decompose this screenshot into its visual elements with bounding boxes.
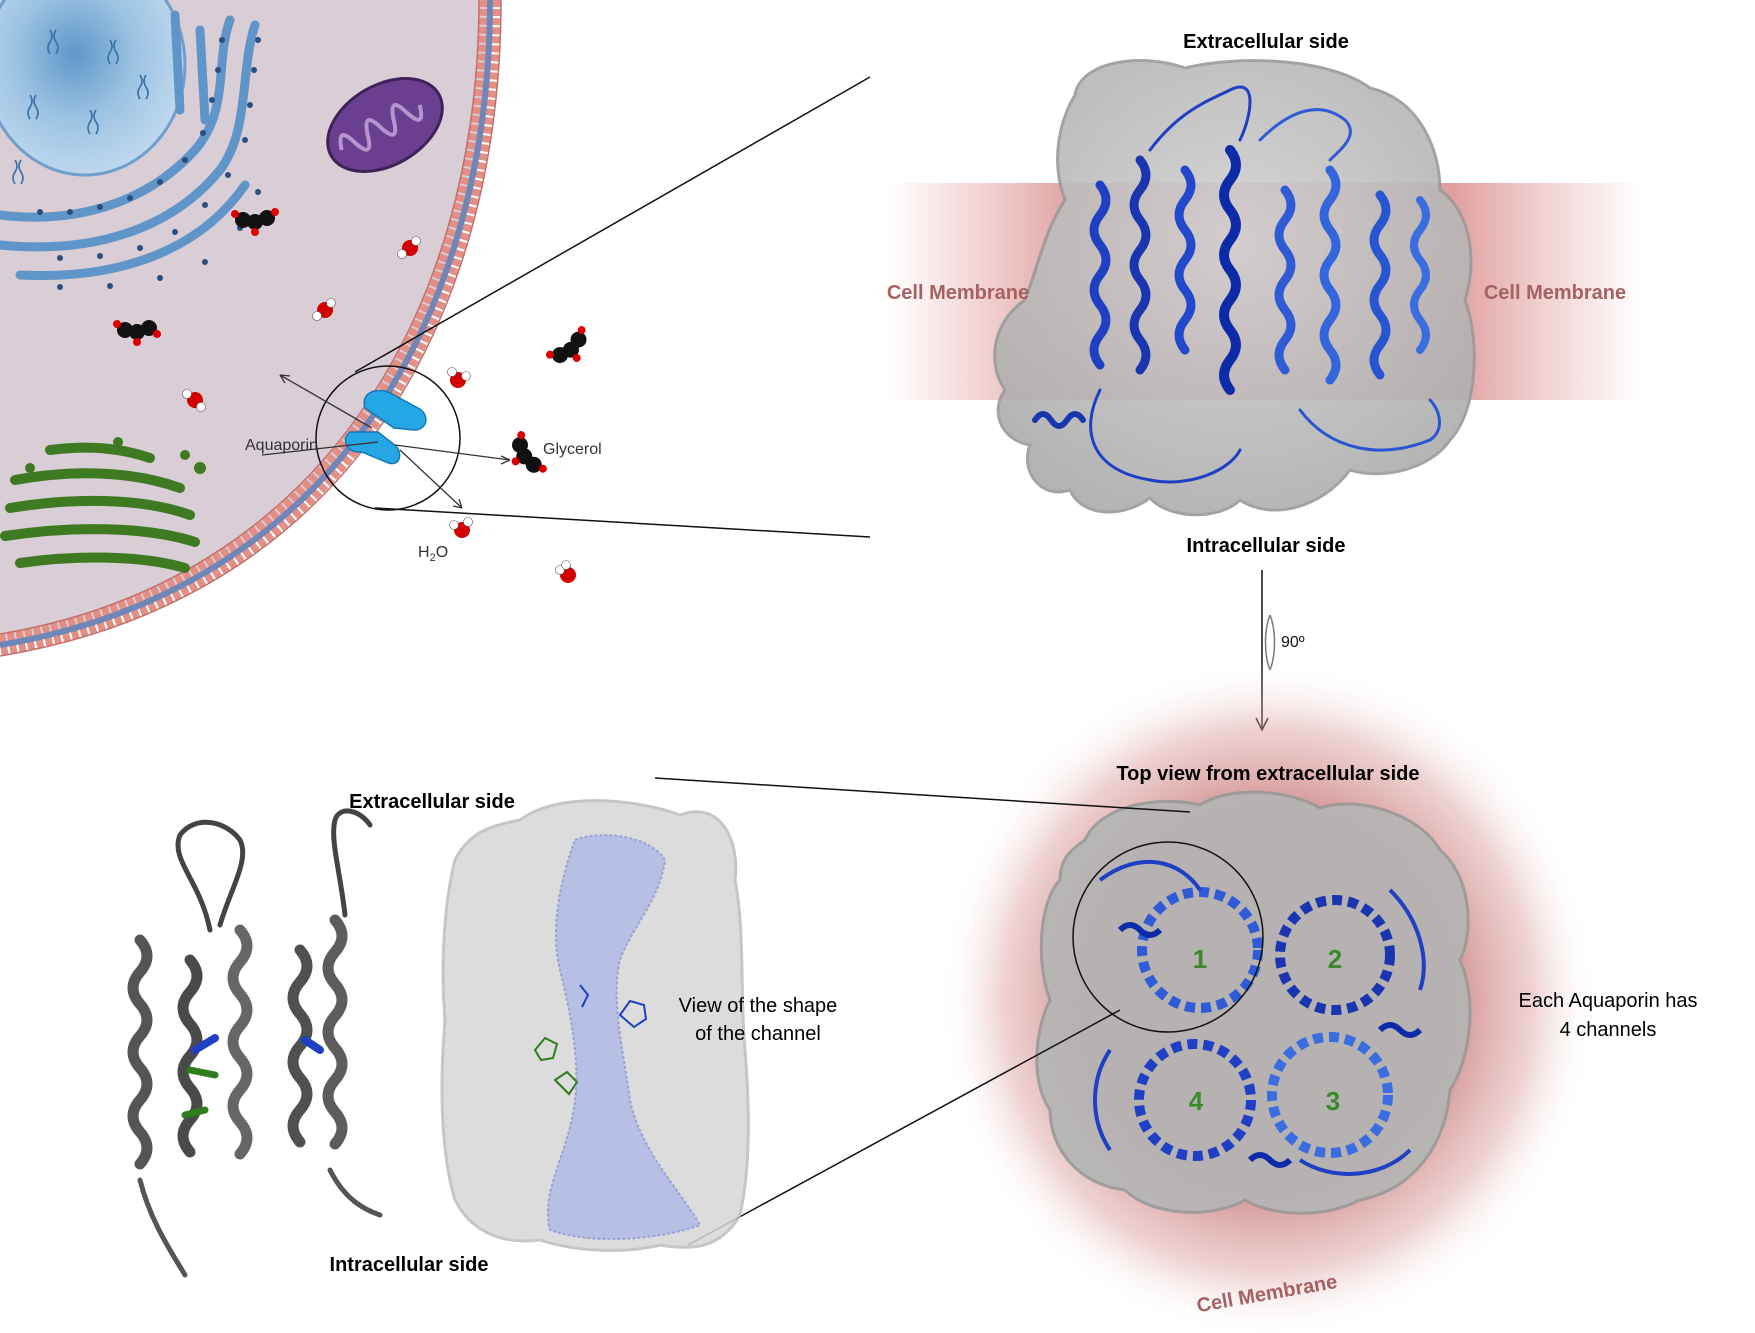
channels-note-line2: 4 channels [1560,1019,1657,1041]
channel-number-2: 2 [1328,944,1342,974]
rotation-label: 90º [1281,634,1305,651]
mitochondrion [326,77,444,173]
water-molecules [182,236,576,583]
channel-pore-mesh [547,834,702,1241]
glycerol-label: Glycerol [543,441,602,458]
channel-number-4: 4 [1189,1086,1204,1116]
side-view-bottom-label: Intracellular side [1187,535,1346,557]
side-view-panel: Extracellular side Intracellular side Ce… [885,31,1645,557]
channel-number-3: 3 [1326,1086,1340,1116]
channel-note-line1: View of the shape [679,995,838,1017]
monomer-bottom-label: Intracellular side [330,1254,489,1276]
top-view-panel: 1 2 3 4 Top view from extracellular side… [654,660,1698,1333]
zoom-line-bottom [374,507,871,538]
monomer-ribbon [127,808,383,1278]
water-label: H2O [418,544,448,564]
aquaporin-label: Aquaporin [245,437,318,454]
membrane-label-right: Cell Membrane [1484,282,1626,304]
zoom-line-upper [654,777,1191,813]
top-view-title: Top view from extracellular side [1116,763,1419,785]
tetramer-ribbons [1093,859,1426,1176]
glycerol-molecules [113,208,587,473]
zoom-line-lower [687,1009,1121,1246]
nucleus [0,0,187,177]
golgi-apparatus [0,442,200,573]
side-view-top-label: Extracellular side [1183,31,1349,53]
aquaporin-icon [344,389,427,465]
membrane-label-left: Cell Membrane [887,282,1029,304]
protein-ribbon-side [1032,85,1441,484]
monomer-top-label: Extracellular side [349,791,515,813]
dna-strands-icon [12,29,149,185]
monomer-panel: Extracellular side Intracellular side Vi… [127,791,838,1278]
cell-panel: Aquaporin Glycerol H2O [0,0,871,657]
aquaporin-zoom-circle [315,365,461,511]
channel-residues [533,984,648,1096]
channels-note-line1: Each Aquaporin has [1518,990,1697,1012]
top-view-surface [1035,790,1472,1215]
channel-note-line2: of the channel [695,1023,821,1045]
endoplasmic-reticulum [0,10,260,281]
channel-number-1: 1 [1193,944,1207,974]
zoom-line-top [354,76,871,373]
monomer-zoom-circle [1072,841,1264,1033]
